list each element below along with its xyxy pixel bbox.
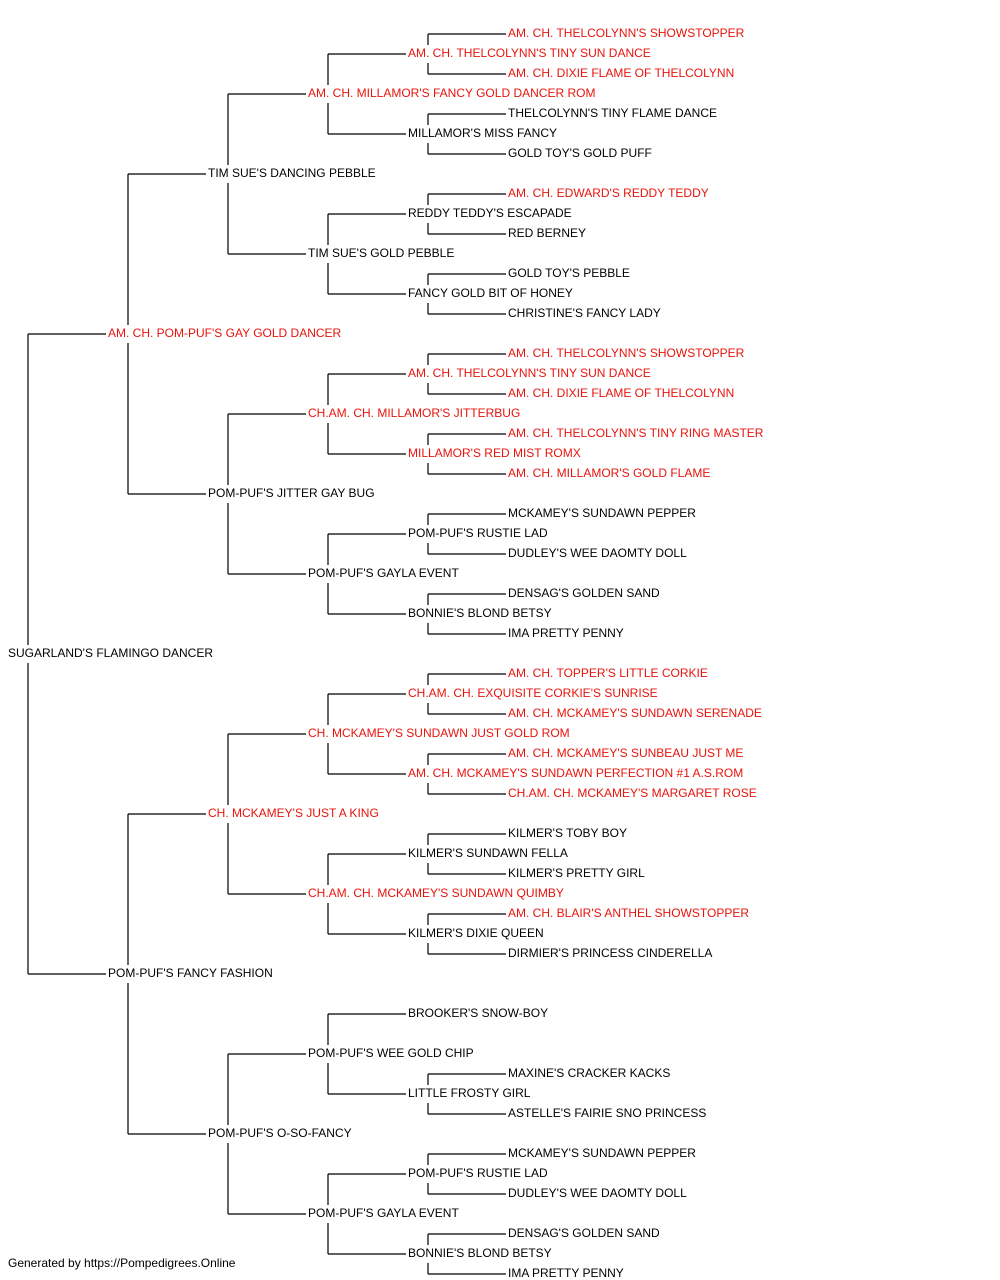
dog-name: POM-PUF'S FANCY FASHION	[108, 966, 273, 980]
dog-name: AM. CH. MILLAMOR'S FANCY GOLD DANCER ROM	[308, 86, 595, 100]
dog-name: CH.AM. CH. MILLAMOR'S JITTERBUG	[308, 406, 520, 420]
dog-name: BONNIE'S BLOND BETSY	[408, 606, 552, 620]
dog-name: IMA PRETTY PENNY	[508, 626, 624, 640]
dog-name: KILMER'S SUNDAWN FELLA	[408, 846, 568, 860]
dog-name: IMA PRETTY PENNY	[508, 1266, 624, 1280]
dog-name: AM. CH. EDWARD'S REDDY TEDDY	[508, 186, 709, 200]
dog-name: GOLD TOY'S GOLD PUFF	[508, 146, 652, 160]
dog-name: AM. CH. THELCOLYNN'S SHOWSTOPPER	[508, 346, 745, 360]
dog-name: AM. CH. MCKAMEY'S SUNDAWN PERFECTION #1 …	[408, 766, 743, 780]
dog-name: AM. CH. THELCOLYNN'S TINY SUN DANCE	[408, 366, 651, 380]
dog-name: THELCOLYNN'S TINY FLAME DANCE	[508, 106, 717, 120]
dog-name: AM. CH. POM-PUF'S GAY GOLD DANCER	[108, 326, 342, 340]
dog-name: MILLAMOR'S MISS FANCY	[408, 126, 557, 140]
dog-name: AM. CH. MCKAMEY'S SUNDAWN SERENADE	[508, 706, 762, 720]
dog-name: BROOKER'S SNOW-BOY	[408, 1006, 548, 1020]
dog-name: DENSAG'S GOLDEN SAND	[508, 1226, 660, 1240]
dog-name: POM-PUF'S RUSTIE LAD	[408, 526, 548, 540]
dog-labels: SUGARLAND'S FLAMINGO DANCER AM. CH. POM-P…	[8, 26, 764, 1280]
dog-name: MCKAMEY'S SUNDAWN PEPPER	[508, 506, 696, 520]
connector-lines	[27, 33, 506, 1275]
dog-name: DIRMIER'S PRINCESS CINDERELLA	[508, 946, 712, 960]
dog-name: REDDY TEDDY'S ESCAPADE	[408, 206, 572, 220]
dog-name: CH. MCKAMEY'S JUST A KING	[208, 806, 379, 820]
dog-name: CH.AM. CH. EXQUISITE CORKIE'S SUNRISE	[408, 686, 658, 700]
dog-name: CHRISTINE'S FANCY LADY	[508, 306, 661, 320]
dog-name: CH. MCKAMEY'S SUNDAWN JUST GOLD ROM	[308, 726, 570, 740]
dog-name: AM. CH. MCKAMEY'S SUNBEAU JUST ME	[508, 746, 743, 760]
dog-name: MCKAMEY'S SUNDAWN PEPPER	[508, 1146, 696, 1160]
dog-name: DENSAG'S GOLDEN SAND	[508, 586, 660, 600]
dog-name: TIM SUE'S DANCING PEBBLE	[208, 166, 376, 180]
dog-name: RED BERNEY	[508, 226, 586, 240]
dog-name: POM-PUF'S RUSTIE LAD	[408, 1166, 548, 1180]
dog-name: POM-PUF'S WEE GOLD CHIP	[308, 1046, 474, 1060]
dog-name: FANCY GOLD BIT OF HONEY	[408, 286, 573, 300]
dog-name: KILMER'S TOBY BOY	[508, 826, 627, 840]
dog-name: LITTLE FROSTY GIRL	[408, 1086, 531, 1100]
dog-name: POM-PUF'S GAYLA EVENT	[308, 1206, 459, 1220]
dog-name: AM. CH. DIXIE FLAME OF THELCOLYNN	[508, 66, 734, 80]
dog-name: SUGARLAND'S FLAMINGO DANCER	[8, 646, 213, 660]
dog-name: AM. CH. BLAIR'S ANTHEL SHOWSTOPPER	[508, 906, 749, 920]
dog-name: AM. CH. THELCOLYNN'S TINY RING MASTER	[508, 426, 764, 440]
dog-name: MILLAMOR'S RED MIST ROMX	[408, 446, 581, 460]
dog-name: TIM SUE'S GOLD PEBBLE	[308, 246, 454, 260]
footer-credit: Generated by https://Pompedigrees.Online	[8, 1256, 236, 1270]
dog-name: KILMER'S DIXIE QUEEN	[408, 926, 544, 940]
dog-name: CH.AM. CH. MCKAMEY'S SUNDAWN QUIMBY	[308, 886, 564, 900]
dog-name: AM. CH. THELCOLYNN'S SHOWSTOPPER	[508, 26, 745, 40]
dog-name: DUDLEY'S WEE DAOMTY DOLL	[508, 546, 687, 560]
dog-name: BONNIE'S BLOND BETSY	[408, 1246, 552, 1260]
dog-name: POM-PUF'S GAYLA EVENT	[308, 566, 459, 580]
dog-name: DUDLEY'S WEE DAOMTY DOLL	[508, 1186, 687, 1200]
dog-name: AM. CH. THELCOLYNN'S TINY SUN DANCE	[408, 46, 651, 60]
dog-name: AM. CH. MILLAMOR'S GOLD FLAME	[508, 466, 710, 480]
dog-name: POM-PUF'S O-SO-FANCY	[208, 1126, 352, 1140]
dog-name: POM-PUF'S JITTER GAY BUG	[208, 486, 375, 500]
dog-name: AM. CH. DIXIE FLAME OF THELCOLYNN	[508, 386, 734, 400]
dog-name: KILMER'S PRETTY GIRL	[508, 866, 645, 880]
dog-name: GOLD TOY'S PEBBLE	[508, 266, 630, 280]
dog-name: CH.AM. CH. MCKAMEY'S MARGARET ROSE	[508, 786, 757, 800]
dog-name: ASTELLE'S FAIRIE SNO PRINCESS	[508, 1106, 706, 1120]
dog-name: MAXINE'S CRACKER KACKS	[508, 1066, 670, 1080]
dog-name: AM. CH. TOPPER'S LITTLE CORKIE	[508, 666, 708, 680]
